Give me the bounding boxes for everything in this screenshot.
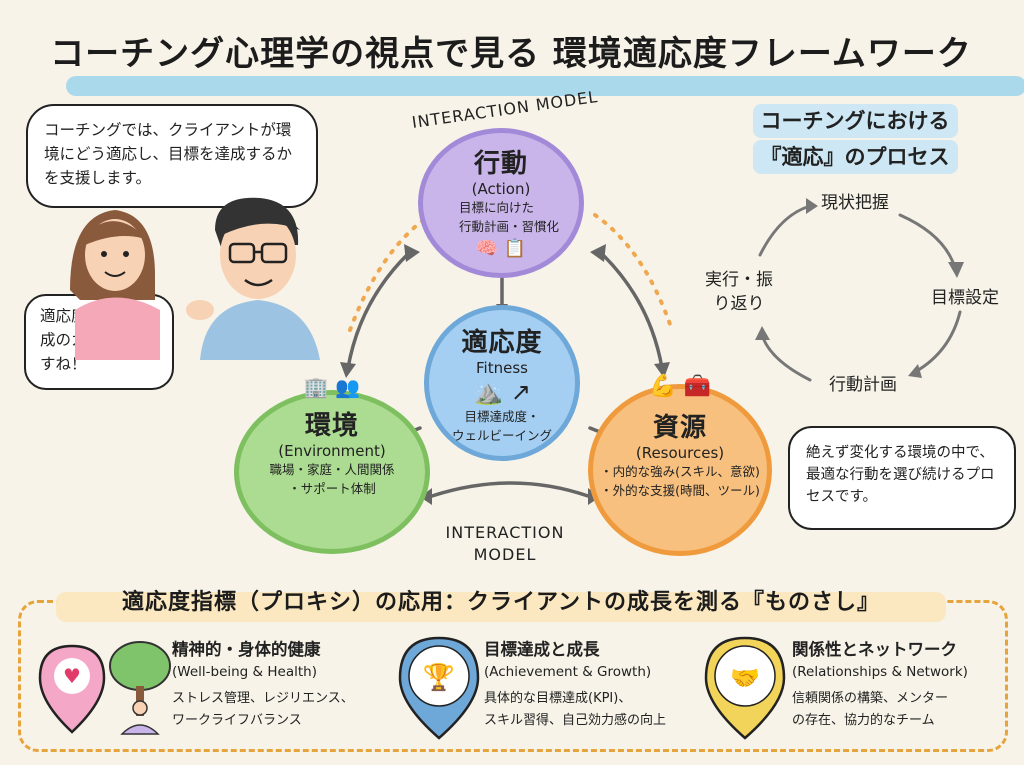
process-step-execute-reflect: 実行・振り返り: [705, 270, 773, 314]
fitness-title: 適応度: [461, 328, 543, 358]
buildings-people-icon: 🏢 👥: [303, 375, 361, 399]
card-achievement-subtitle: (Achievement & Growth): [484, 664, 652, 680]
environment-desc-2: ・サポート体制: [288, 481, 376, 496]
process-heading-line-1: コーチングにおける: [752, 104, 958, 138]
coach-figure: [186, 197, 320, 360]
client-figure: [70, 210, 160, 360]
network-pin-icon: 🤝: [704, 636, 786, 740]
muscle-toolbox-icon: 💪 🧰: [649, 374, 711, 399]
card-network-subtitle: (Relationships & Network): [792, 664, 968, 680]
card-achievement-title: 目標達成と成長: [484, 640, 600, 659]
svg-text:♥: ♥: [63, 664, 81, 688]
card-achievement-desc-2: スキル習得、自己効力感の向上: [484, 713, 667, 728]
coach-speech-bubble: コーチングでは、クライアントが環境にどう適応し、目標を達成するかを支援します。: [26, 104, 318, 208]
process-step-current-state: 現状把握: [821, 193, 889, 213]
card-wellbeing-title: 精神的・身体的健康: [172, 640, 321, 659]
environment-title: 環境: [304, 411, 359, 441]
title-underline: [66, 76, 1024, 96]
environment-subtitle: (Environment): [278, 442, 386, 460]
interaction-model-label-bottom: INTERACTION MODEL: [430, 522, 580, 566]
achievement-pin-icon: 🏆: [398, 636, 480, 740]
resources-subtitle: (Resources): [635, 444, 725, 462]
action-title: 行動: [473, 149, 528, 179]
environment-circle: 🏢 👥 環境 (Environment) 職場・家庭・人間関係 ・サポート体制: [234, 375, 430, 554]
card-wellbeing-subtitle: (Well-being & Health): [172, 664, 317, 680]
action-circle: 行動 (Action) 目標に向けた 行動計画・習慣化 🧠 📋: [418, 128, 584, 278]
dotted-arc-right: [593, 213, 674, 332]
card-network-title: 関係性とネットワーク: [792, 640, 957, 659]
process-step-action-plan: 行動計画: [829, 375, 897, 395]
process-note-text: 絶えず変化する環境の中で、最適な行動を選び続けるプロセスです。: [806, 445, 995, 505]
proxy-heading-highlight: [56, 592, 946, 622]
process-heading-line-2: 『適応』のプロセス: [752, 140, 958, 174]
card-network-desc-2: の存在、協力的なチーム: [792, 713, 935, 728]
page-title: コーチング心理学の視点で見る 環境適応度フレームワーク: [50, 34, 972, 74]
fitness-desc-2: ウェルビーイング: [451, 428, 552, 443]
fitness-subtitle: Fitness: [476, 359, 528, 377]
action-desc-2: 行動計画・習慣化: [459, 219, 560, 234]
fitness-desc-1: 目標達成度・: [464, 409, 540, 424]
interaction-label-line-1: INTERACTION: [445, 523, 565, 542]
card-network-desc-1: 信頼関係の構築、メンター: [792, 691, 949, 706]
coach-and-client-illustration: [70, 197, 320, 360]
cycle-arrow-3: [760, 333, 812, 382]
card-wellbeing-desc-1: ストレス管理、レジリエンス、: [172, 691, 354, 706]
resources-circle: 💪 🧰 資源 (Resources) ・内的な強み(スキル、意欲) ・外的な支援…: [588, 374, 772, 556]
process-step-goal-setting: 目標設定: [931, 288, 999, 308]
fitness-circle: 適応度 Fitness ⛰️ ↗ 目標達成度・ ウェルビーイング: [424, 305, 580, 461]
cycle-arrow-4: [758, 204, 812, 257]
resources-desc-1: ・内的な強み(スキル、意欲): [600, 464, 760, 479]
arrow-environment-resources: [430, 481, 590, 498]
card-achievement-desc-1: 具体的な目標達成(KPI)、: [484, 691, 632, 706]
brain-checklist-icon: 🧠 📋: [475, 238, 527, 259]
action-subtitle: (Action): [471, 180, 531, 198]
dotted-arc-left: [348, 213, 432, 332]
cycle-arrow-1: [898, 213, 957, 270]
resources-desc-2: ・外的な支援(時間、ツール): [600, 483, 760, 498]
svg-text:🤝: 🤝: [730, 664, 760, 692]
resources-title: 資源: [652, 413, 707, 443]
proxy-section-heading: 適応度指標（プロキシ）の応用：クライアントの成長を測る『ものさし』: [121, 590, 881, 615]
coach-speech-text: コーチングでは、クライアントが環境にどう適応し、目標を達成するかを支援します。: [44, 121, 293, 187]
process-note-bubble: 絶えず変化する環境の中で、最適な行動を選び続けるプロセスです。: [788, 426, 1016, 530]
title-bar: コーチング心理学の視点で見る 環境適応度フレームワーク: [36, 22, 1024, 96]
interaction-label-line-2: MODEL: [473, 545, 537, 564]
environment-desc-1: 職場・家庭・人間関係: [269, 462, 395, 477]
cycle-arrow-2: [913, 310, 962, 374]
wellbeing-illustration: ♥: [38, 641, 171, 735]
card-wellbeing-desc-2: ワークライフバランス: [172, 713, 302, 728]
process-heading: コーチングにおける 『適応』のプロセス: [730, 104, 980, 174]
svg-text:🏆: 🏆: [423, 662, 455, 693]
action-desc-1: 目標に向けた: [459, 200, 535, 215]
arrow-action-environment: [346, 250, 412, 370]
growth-arrow-icon: ⛰️ ↗: [473, 378, 531, 406]
arrow-action-resources: [598, 250, 664, 370]
